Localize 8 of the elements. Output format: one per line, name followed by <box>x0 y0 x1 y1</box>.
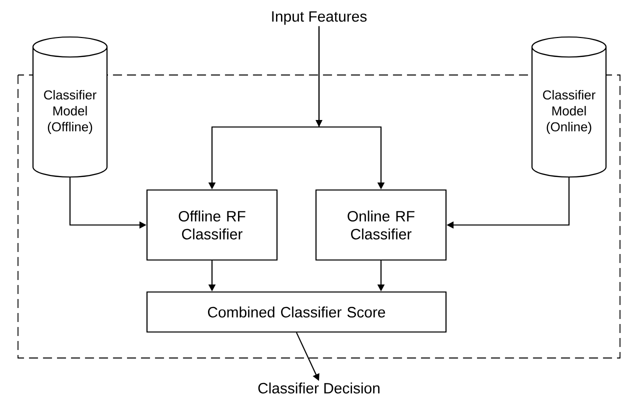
arrowhead <box>316 120 322 127</box>
process-box: Combined Classifier Score <box>146 291 447 333</box>
plain-text: Input Features <box>272 11 367 25</box>
database-cylinder: Classifier Model (Offline) <box>32 36 108 178</box>
process-box: Online RF Classifier <box>315 189 447 261</box>
process-box: Offline RF Classifier <box>146 189 278 261</box>
plain-text: Classifier Decision <box>258 382 380 394</box>
database-cylinder: Classifier Model (Online) <box>531 36 607 178</box>
